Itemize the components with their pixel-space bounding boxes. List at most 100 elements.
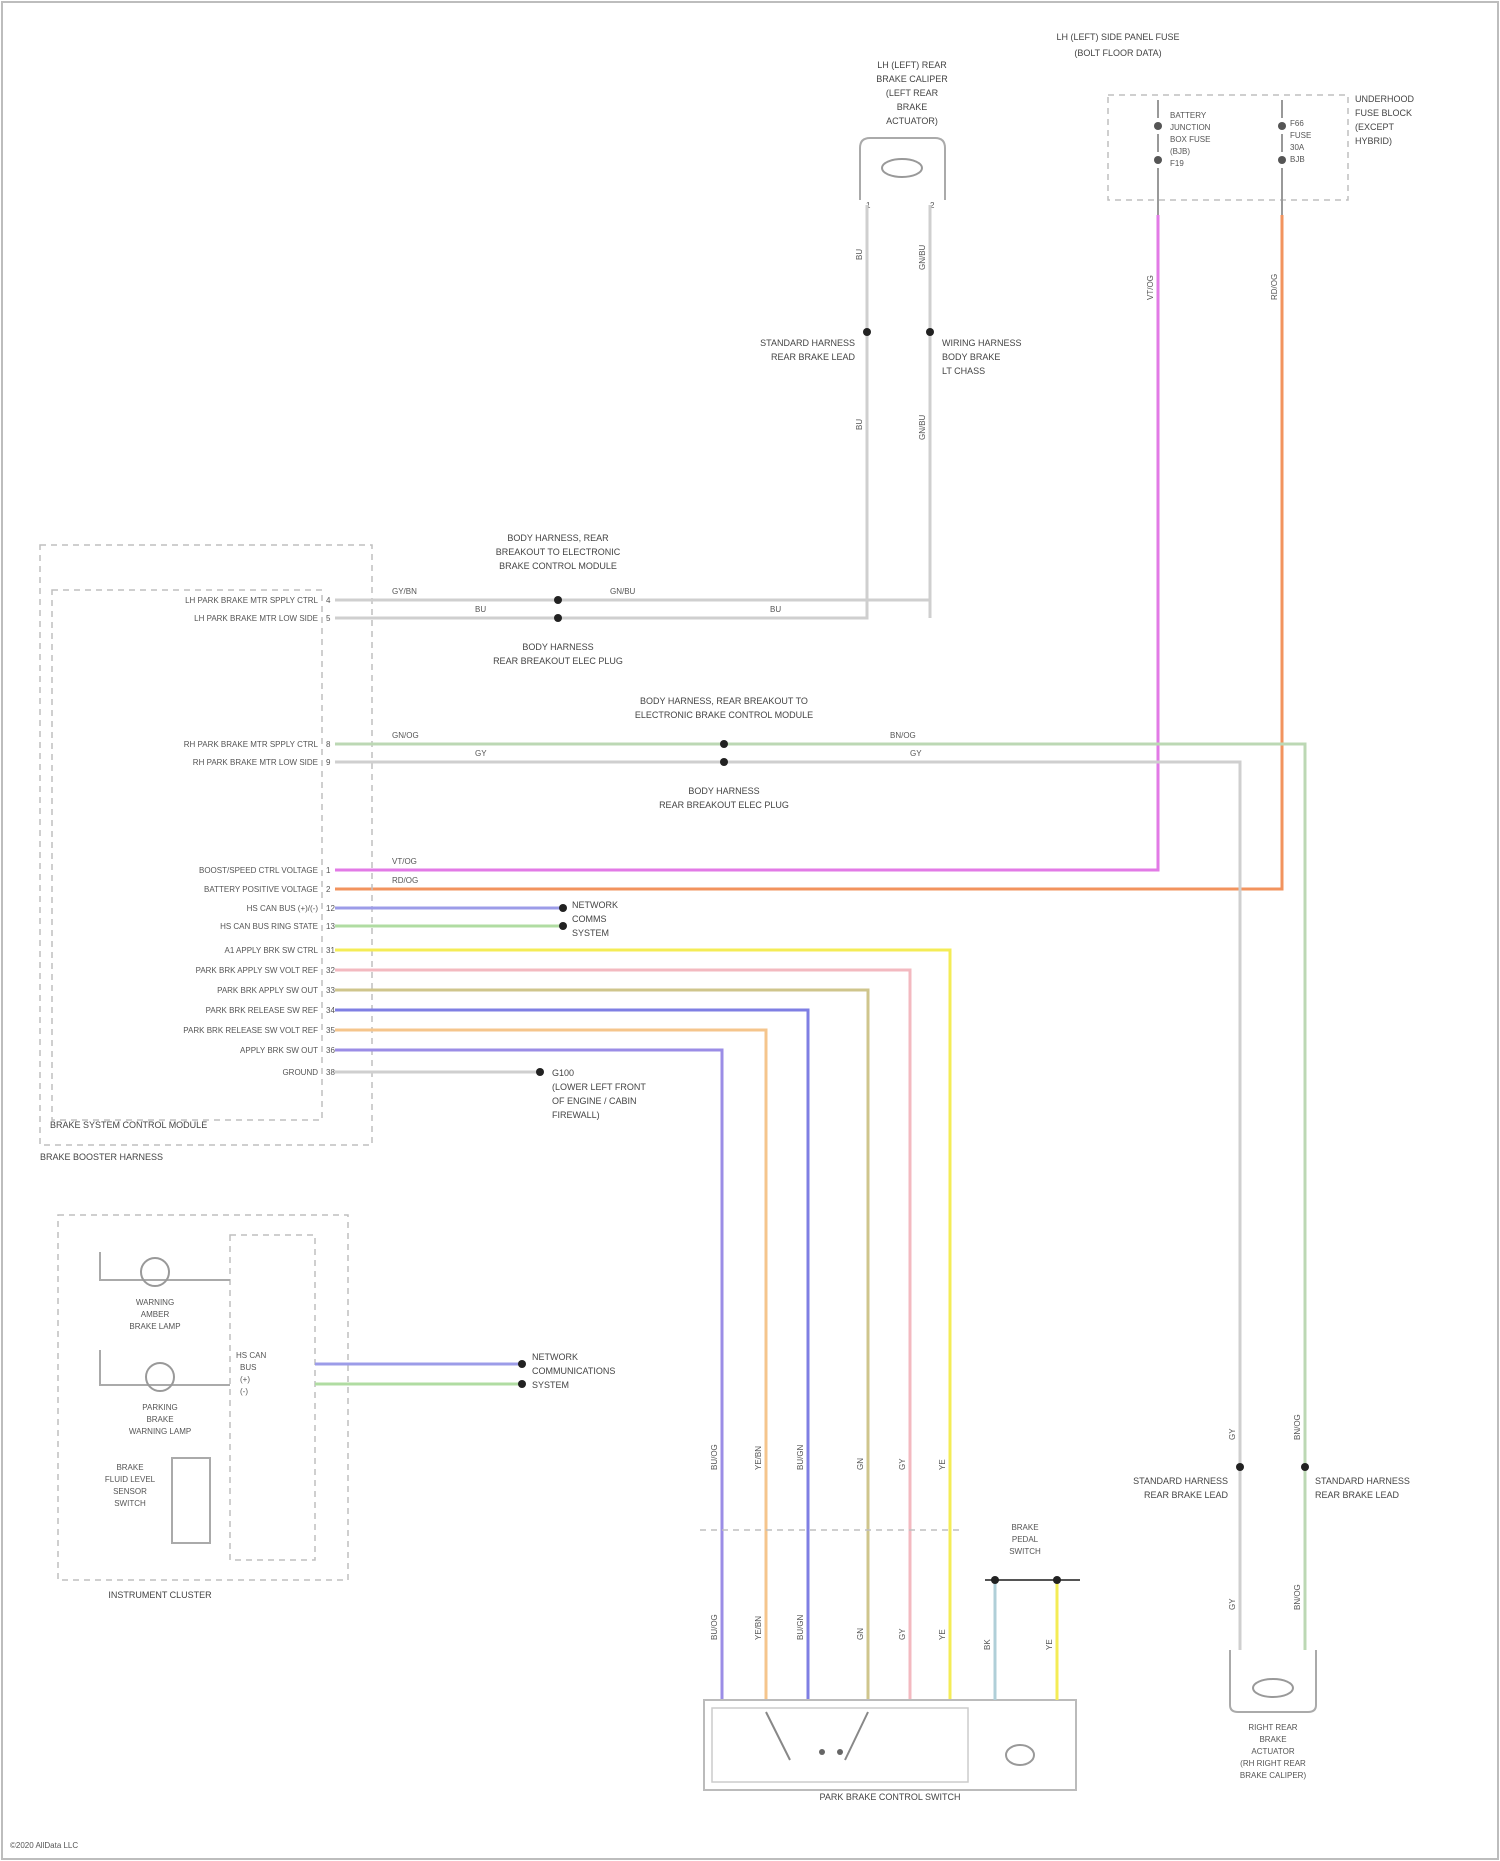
splice-c4 <box>720 758 728 766</box>
can-terminal-2 <box>559 922 567 930</box>
lh-actuator-title-4: BRAKE <box>897 102 928 112</box>
fuse-box-top-label-a: LH (LEFT) SIDE PANEL FUSE <box>1056 32 1179 42</box>
rr-actuator-body <box>1230 1650 1316 1712</box>
wire-code-pink: VT/OG <box>392 857 417 866</box>
switch-label-4: SWITCH <box>114 1499 146 1508</box>
bcm-pin-number: 13 <box>326 922 335 931</box>
fuse-right-label-3: 30A <box>1290 143 1305 152</box>
wire-rh-supply <box>335 744 1305 1650</box>
splice-c4-label-1: BODY HARNESS <box>688 786 759 796</box>
cluster-outline <box>58 1215 348 1580</box>
bcm-title: BRAKE SYSTEM CONTROL MODULE <box>50 1120 207 1130</box>
bcm-pin-number: 12 <box>326 904 335 913</box>
splice-lh-2-label-2: BODY BRAKE <box>942 352 1000 362</box>
rr-actuator-title-2: BRAKE <box>1259 1735 1286 1744</box>
bcm-harness-outline <box>40 545 372 1145</box>
park-switch-inner <box>712 1708 968 1782</box>
can-note-1: NETWORK <box>572 900 618 910</box>
ground-g100 <box>536 1068 544 1076</box>
splice-rr-1-label-1: STANDARD HARNESS <box>1133 1476 1228 1486</box>
bcm-pin-number: 2 <box>326 885 331 894</box>
splice-lh-2-label-3: LT CHASS <box>942 366 985 376</box>
wire-code-vertical-lh-3: BU <box>855 419 864 430</box>
fuse-box-outline <box>1108 95 1348 200</box>
wire-code-lh-supply-1: GY/BN <box>392 587 417 596</box>
rr-actuator-title-4: (RH RIGHT REAR <box>1240 1759 1306 1768</box>
bcm-pin-number: 35 <box>326 1026 335 1035</box>
wire-lh-supply-horizontal <box>335 600 930 618</box>
bcm-pin-label: GROUND <box>282 1068 318 1077</box>
switch-label-3: SENSOR <box>113 1487 147 1496</box>
ground-label-3: OF ENGINE / CABIN <box>552 1096 637 1106</box>
splice-c3-label-1: BODY HARNESS, REAR BREAKOUT TO <box>640 696 808 706</box>
splice-c4-label-2: REAR BREAKOUT ELEC PLUG <box>659 800 789 810</box>
splice-lh-1 <box>863 328 871 336</box>
switch-wire-code: YE/BN <box>754 1446 763 1470</box>
can-terminal-1 <box>559 904 567 912</box>
bcm-pin-label: HS CAN BUS (+)/(-) <box>247 904 319 913</box>
bcm-pin-number: 5 <box>326 614 331 623</box>
warning-lamp-icon <box>141 1258 169 1286</box>
switch-label-1: BRAKE <box>116 1463 143 1472</box>
splice-c1 <box>554 596 562 604</box>
lamp1-label-2: AMBER <box>141 1310 170 1319</box>
cluster-inner-3: (+) <box>240 1375 250 1384</box>
pedal-terminal-2 <box>1053 1576 1061 1584</box>
instrument-cluster: INSTRUMENT CLUSTER WARNING AMBER BRAKE L… <box>58 1215 348 1600</box>
splice-c2-label-2: REAR BREAKOUT ELEC PLUG <box>493 656 623 666</box>
wire-code-lh-supply-2: GN/BU <box>610 587 636 596</box>
splice-c2 <box>554 614 562 622</box>
rr-wire-code-2: BN/OG <box>1293 1414 1302 1440</box>
splice-lh-2 <box>926 328 934 336</box>
switch-label-2: FLUID LEVEL <box>105 1475 156 1484</box>
park-switch-node-2 <box>837 1749 843 1755</box>
rr-wire-code-4: BN/OG <box>1293 1584 1302 1610</box>
fuse-box-side-note-4: HYBRID) <box>1355 136 1392 146</box>
splice-rr-2 <box>1301 1463 1309 1471</box>
wire-code-vertical-pink: VT/OG <box>1146 275 1155 300</box>
cluster-can-terminal-2 <box>518 1380 526 1388</box>
wire-lh-low-horizontal <box>335 612 867 618</box>
pedal-switch-label-2: PEDAL <box>1012 1535 1039 1544</box>
cluster-inner-4: (-) <box>240 1387 248 1396</box>
bcm-module-outline <box>52 590 322 1120</box>
fuse-right-terminal-1 <box>1278 122 1286 130</box>
lamp2-label-2: BRAKE <box>146 1415 173 1424</box>
bcm-pin-number: 1 <box>326 866 331 875</box>
ground-label-4: FIREWALL) <box>552 1110 600 1120</box>
fuse-left-label-1: BATTERY <box>1170 111 1207 120</box>
lamp2-trace <box>100 1350 230 1385</box>
can-note-2: COMMS <box>572 914 607 924</box>
lh-rear-actuator: LH (LEFT) REAR BRAKE CALIPER (LEFT REAR … <box>860 60 948 210</box>
bcm-pin-label: A1 APPLY BRK SW CTRL <box>224 946 318 955</box>
rr-actuator-title-3: ACTUATOR <box>1251 1747 1294 1756</box>
fuse-box-top-label-b: (BOLT FLOOR DATA) <box>1074 48 1161 58</box>
lh-actuator-title-2: BRAKE CALIPER <box>876 74 948 84</box>
fuse-box-side-note-3: (EXCEPT <box>1355 122 1395 132</box>
rr-actuator-title-1: RIGHT REAR <box>1248 1723 1297 1732</box>
bcm-pin-label: HS CAN BUS RING STATE <box>220 922 318 931</box>
wire-pink-boost-ctrl <box>335 215 1158 870</box>
bcm-pin-number: 4 <box>326 596 331 605</box>
switch-wire-code: GN <box>856 1628 865 1640</box>
fluid-switch-icon <box>172 1458 210 1543</box>
wire-code-vertical-lh-2: GN/BU <box>918 244 927 270</box>
splice-c1-label-3: BRAKE CONTROL MODULE <box>499 561 617 571</box>
fuse-left-terminal-1 <box>1154 122 1162 130</box>
lamp1-label-3: BRAKE LAMP <box>129 1322 180 1331</box>
rr-actuator-motor-icon <box>1253 1679 1293 1697</box>
bcm-pin-number: 31 <box>326 946 335 955</box>
cluster-can-terminal-1 <box>518 1360 526 1368</box>
splice-lh-2-label-1: WIRING HARNESS <box>942 338 1022 348</box>
bcm-pin-number: 32 <box>326 966 335 975</box>
wire-code-rh-low-2: GY <box>910 749 922 758</box>
rh-rear-actuator: RIGHT REAR BRAKE ACTUATOR (RH RIGHT REAR… <box>1230 1650 1316 1780</box>
bcm-pin-label: APPLY BRK SW OUT <box>240 1046 318 1055</box>
switch-wire-code: YE <box>938 1629 947 1640</box>
wire-code-rh-supply-1: GN/OG <box>392 731 419 740</box>
bcm-pin-label: BATTERY POSITIVE VOLTAGE <box>204 885 318 894</box>
pedal-terminal-1 <box>991 1576 999 1584</box>
fuse-left-label-3: BOX FUSE <box>1170 135 1210 144</box>
